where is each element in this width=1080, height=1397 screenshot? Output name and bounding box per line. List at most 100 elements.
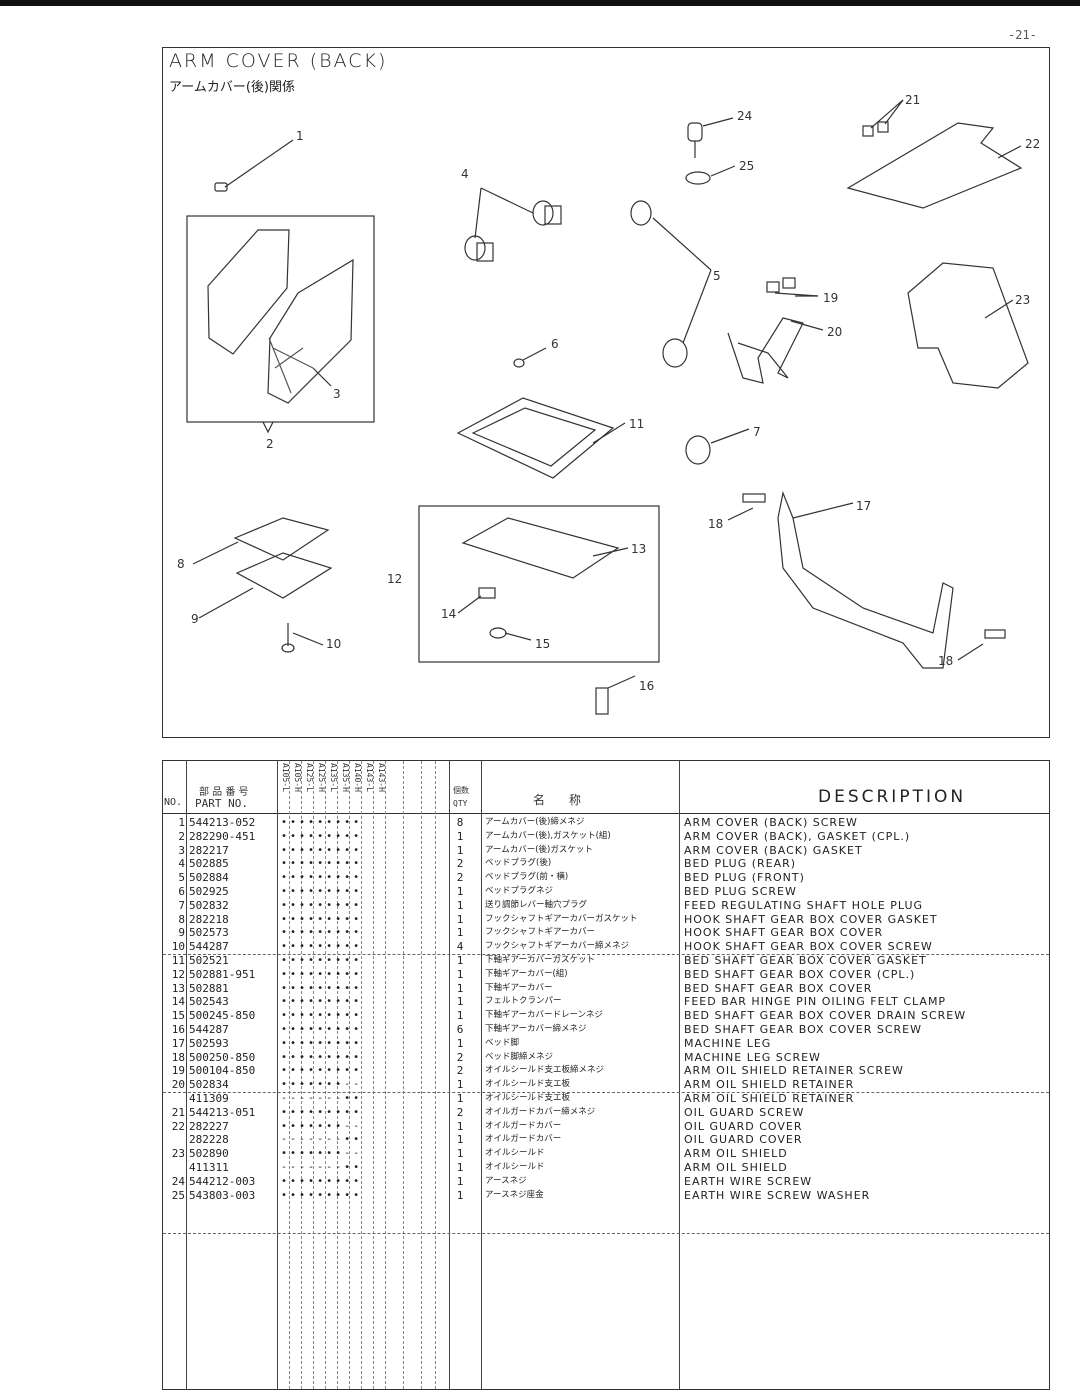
column-rule: [403, 761, 404, 1389]
row-qty: 1: [456, 885, 464, 898]
row-model-marks: •••••••••: [281, 844, 363, 856]
row-number: 8: [178, 912, 185, 926]
row-description: BED SHAFT GEAR BOX COVER DRAIN SCREW: [684, 1009, 967, 1023]
row-qty: 2: [456, 1105, 464, 1119]
row-description: FEED REGULATING SHAFT HOLE PLUG: [684, 898, 924, 912]
part-23-oil-shield: [907, 262, 1029, 389]
header-model: A105-H: [293, 763, 302, 792]
row-description: MACHINE LEG: [684, 1036, 772, 1050]
callout: 21: [905, 93, 920, 107]
row-description: FEED BAR HINGE PIN OILING FELT CLAMP: [684, 995, 947, 1009]
part-20-retainer: [727, 317, 804, 384]
header-model: A143-H: [377, 763, 386, 792]
callout: 12: [387, 572, 402, 586]
part-18-screw-b: [984, 629, 1006, 639]
row-model-marks: •••••••••: [281, 1024, 363, 1035]
header-model: A140-H: [353, 763, 362, 792]
part-21-screw-b: [877, 121, 889, 133]
row-model-marks: •••••••••: [281, 1051, 363, 1063]
column-rule: [361, 761, 362, 1389]
column-rule: [481, 761, 482, 1389]
part-3-gasket: [267, 258, 354, 404]
row-qty: 1: [456, 995, 464, 1009]
row-description: OIL GUARD COVER: [684, 1133, 803, 1147]
row-qty: 1: [456, 1092, 464, 1105]
row-part-no: 282218: [189, 912, 229, 926]
callout: 11: [629, 417, 644, 431]
row-qty: 2: [456, 871, 464, 885]
row-model-marks: •••••••••: [281, 899, 363, 911]
diagram-title: ARM COVER (BACK): [169, 50, 388, 72]
row-model-marks: •••••••••: [281, 1010, 363, 1022]
row-qty: 1: [456, 912, 464, 926]
row-number: 7: [178, 898, 185, 912]
part-24-screw: [687, 122, 703, 142]
row-name-jp: 下軸ギアーカバー締メネジ: [485, 1024, 587, 1034]
row-qty: 1: [456, 1161, 464, 1174]
column-rule: [449, 761, 450, 1389]
row-description: ARM OIL SHIELD RETAINER: [684, 1092, 855, 1105]
part-18-screw-a: [742, 493, 766, 503]
row-name-jp: 送り調節レバー軸穴プラグ: [485, 899, 588, 910]
row-number: 12: [171, 967, 185, 981]
part-3-mesh: [268, 337, 314, 394]
row-description: HOOK SHAFT GEAR BOX COVER: [684, 926, 884, 940]
callout: 23: [1015, 293, 1030, 307]
row-name-jp: オイルシールド支エ板締メネジ: [485, 1065, 605, 1076]
row-model-marks: •••••••••: [281, 858, 363, 870]
row-qty: 1: [456, 1133, 464, 1147]
row-part-no: 502890: [189, 1147, 229, 1161]
header-qty-jp: 個数: [453, 786, 469, 795]
row-name-jp: フックシャフトギアーカバーガスケット: [485, 913, 638, 924]
column-rule: [385, 761, 386, 1389]
row-description: OIL GUARD COVER: [684, 1119, 803, 1133]
row-number: 10: [171, 940, 185, 954]
row-model-marks: •••••••••: [281, 872, 363, 884]
row-name-jp: オイルシールド支エ板: [485, 1079, 571, 1090]
row-description: BED SHAFT GEAR BOX COVER GASKET: [684, 954, 927, 967]
row-model-marks: •••••••••: [281, 913, 363, 925]
row-part-no: 502881: [189, 981, 229, 995]
header-model: A143-L: [365, 763, 374, 792]
row-number: 13: [171, 981, 185, 995]
row-number: 6: [178, 885, 185, 898]
column-rule: [301, 761, 302, 1389]
row-model-marks: •••••••••: [281, 1189, 363, 1201]
row-qty: 1: [456, 1036, 464, 1050]
callout: 2: [266, 437, 274, 451]
row-number: 5: [178, 871, 185, 885]
parts-diagram: ARM COVER (BACK) アームカバー(後)関係: [162, 47, 1050, 738]
row-qty: 2: [456, 1064, 464, 1078]
row-number: 23: [171, 1147, 185, 1161]
part-14-clamp: [478, 587, 496, 599]
row-number: 11: [171, 954, 185, 967]
header-part-jp: 部 品 番 号: [199, 787, 249, 798]
column-rule: [679, 761, 680, 1389]
row-part-no: 282228: [189, 1133, 229, 1147]
part-17-leg: [777, 490, 954, 669]
row-number: 9: [178, 926, 185, 940]
row-name-jp: オイルシールド支エ板: [485, 1093, 571, 1103]
row-name-jp: アームカバー(後),ガスケット(組): [485, 830, 611, 841]
row-part-no: 502521: [189, 954, 229, 967]
row-model-marks: •••••••••: [281, 941, 363, 953]
row-model-marks: •••••••••: [281, 968, 363, 980]
row-number: 16: [171, 1023, 185, 1036]
callout: 1: [296, 129, 304, 143]
row-qty: 1: [456, 1078, 464, 1092]
row-number: 3: [178, 843, 185, 857]
row-model-marks: •••••••••: [281, 1037, 363, 1049]
row-description: ARM COVER (BACK) SCREW: [684, 816, 858, 829]
column-rule: [373, 761, 374, 1389]
header-model: A105-L: [281, 763, 290, 792]
row-part-no: 282217: [189, 843, 229, 857]
row-qty: 1: [456, 829, 464, 843]
row-description: BED SHAFT GEAR BOX COVER (CPL.): [684, 967, 916, 981]
